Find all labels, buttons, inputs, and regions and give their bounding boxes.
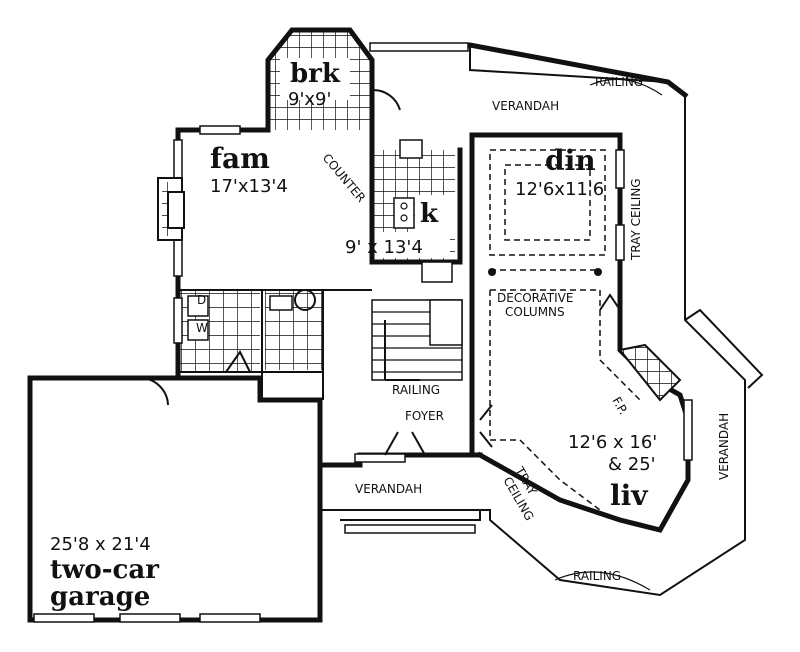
- room-name-family: fam: [210, 142, 270, 175]
- windows: [33, 42, 693, 623]
- room-name-garage-2: garage: [50, 582, 150, 612]
- room-name-living: liv: [610, 479, 648, 512]
- room-labels: brk 9'x9' fam 17'x13'4 k 9' x 13'4 din 1…: [50, 59, 657, 612]
- fireplace-label: F.P.: [609, 395, 630, 418]
- interior-walls: [178, 289, 372, 400]
- staircase: [371, 299, 463, 381]
- room-size-living-1: 12'6 x 16': [568, 432, 657, 453]
- room-size-garage: 25'8 x 21'4: [50, 534, 151, 555]
- appliances: [187, 139, 453, 341]
- washer-label: W: [196, 321, 208, 335]
- verandah-bottom-label: VERANDAH: [355, 482, 422, 496]
- doors: [139, 88, 621, 456]
- railing-bottom-label: RAILING: [573, 569, 621, 583]
- railing-stair-label: RAILING: [392, 383, 440, 397]
- room-size-breakfast: 9'x9': [288, 89, 331, 110]
- decorative-columns: [488, 268, 641, 511]
- foyer-label: FOYER: [405, 409, 444, 423]
- verandah-top-label: VERANDAH: [492, 99, 559, 113]
- fireplace-living: [618, 343, 682, 402]
- fireplace-family: [157, 177, 185, 241]
- room-size-dining: 12'6x11'6: [515, 179, 604, 200]
- counter-label: COUNTER: [320, 151, 369, 205]
- room-size-kitchen: 9' x 13'4: [345, 237, 423, 258]
- tray-ceiling-din-label: TRAY CEILING: [629, 178, 643, 261]
- room-name-garage-1: two-car: [50, 555, 159, 585]
- breakfast-nook: [265, 27, 375, 153]
- decorative-label-2: COLUMNS: [505, 305, 565, 319]
- verandah-outline: [319, 45, 764, 597]
- room-size-living-2: & 25': [608, 454, 656, 475]
- room-size-family: 17'x13'4: [210, 176, 288, 197]
- tray-ceiling-din: [489, 149, 606, 256]
- room-name-kitchen: k: [420, 199, 439, 229]
- room-name-breakfast: brk: [290, 59, 341, 89]
- dryer-label: D: [197, 293, 206, 307]
- room-name-dining: din: [545, 144, 596, 177]
- verandah-right-label: VERANDAH: [717, 413, 731, 480]
- decorative-label-1: DECORATIVE: [497, 291, 573, 305]
- railing-top-label: RAILING: [595, 75, 643, 89]
